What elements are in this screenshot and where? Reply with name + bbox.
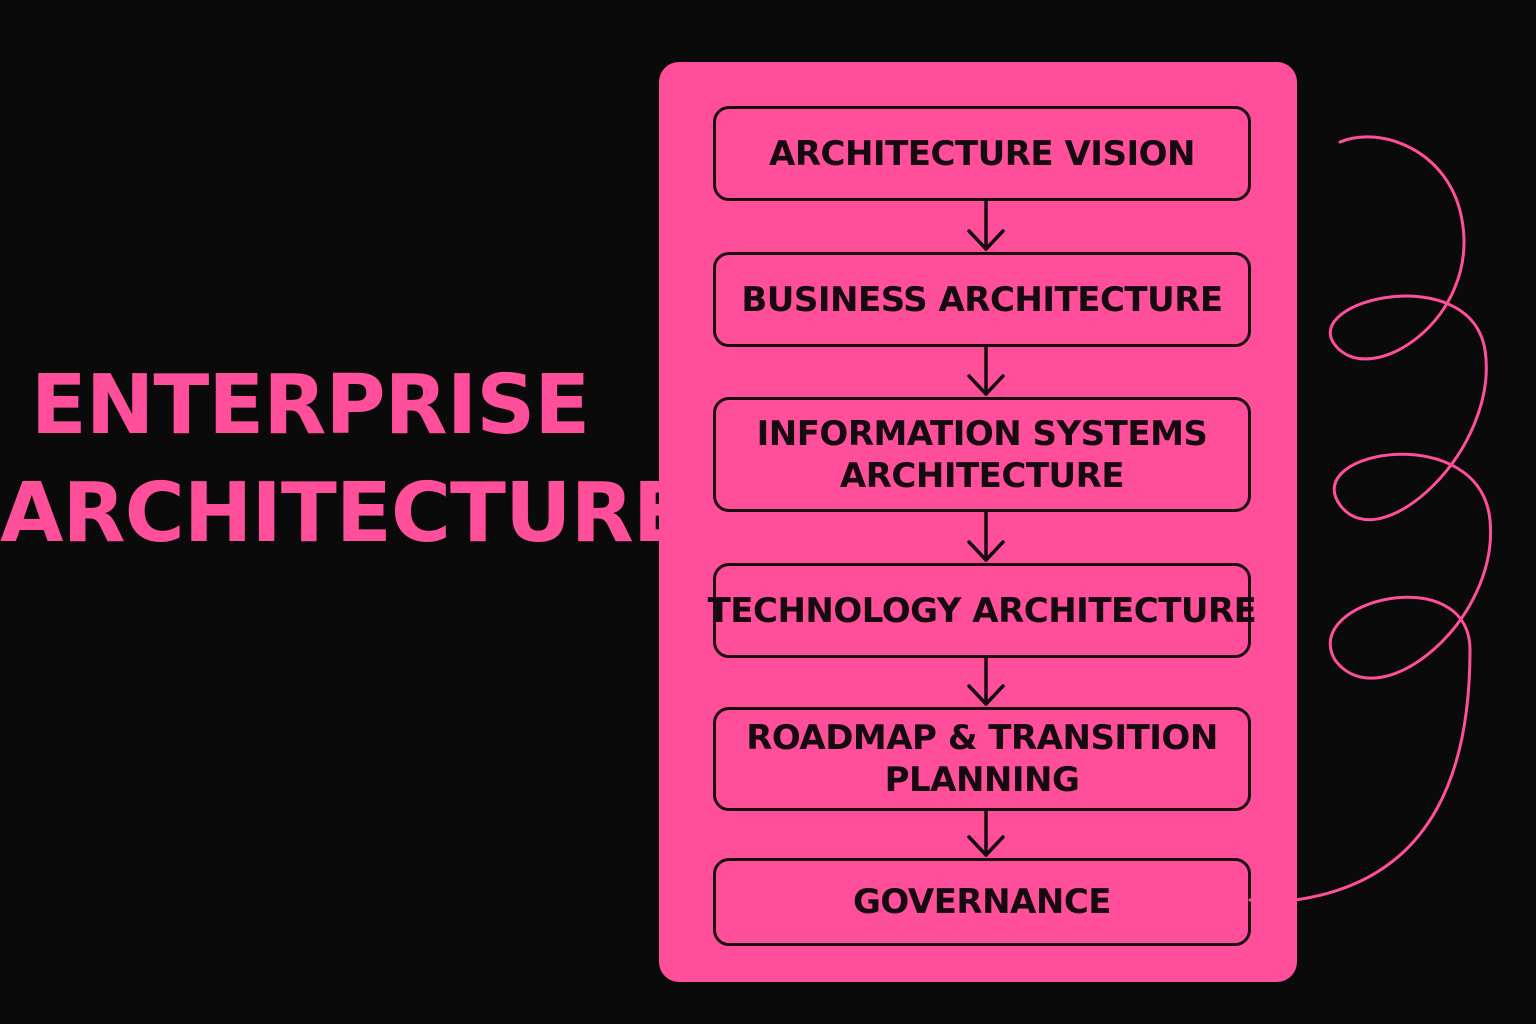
step-label: BUSINESS ARCHITECTURE [741,279,1223,320]
arrow-down-icon [967,346,1005,396]
arrow-down-icon [967,657,1005,706]
step-governance: GOVERNANCE [713,858,1251,946]
step-label-line-2: ARCHITECTURE [839,455,1125,496]
page-title-line-1: ENTERPRISE [30,358,591,453]
step-label-line-2: PLANNING [884,760,1080,800]
step-label-line-1: ROADMAP & TRANSITION [746,718,1218,758]
arrow-down-icon [967,810,1005,857]
step-technology-architecture: TECHNOLOGY ARCHITECTURE [708,563,1257,658]
step-architecture-vision: ARCHITECTURE VISION [713,106,1251,201]
architecture-panel [659,62,1297,982]
step-information-systems-architecture: INFORMATION SYSTEMS ARCHITECTURE [713,397,1251,512]
step-label: TECHNOLOGY ARCHITECTURE [707,590,1257,631]
arrow-down-icon [967,200,1005,251]
step-label-line-1: INFORMATION SYSTEMS [756,413,1208,454]
step-business-architecture: BUSINESS ARCHITECTURE [713,252,1251,347]
step-label: ARCHITECTURE VISION [769,133,1195,174]
step-roadmap-transition-planning: ROADMAP & TRANSITION PLANNING [713,707,1251,811]
page-title: ENTERPRISE ARCHITECTURE [0,352,689,568]
step-label: GOVERNANCE [852,882,1112,922]
page-title-line-2: ARCHITECTURE [0,466,689,561]
arrow-down-icon [967,511,1005,562]
